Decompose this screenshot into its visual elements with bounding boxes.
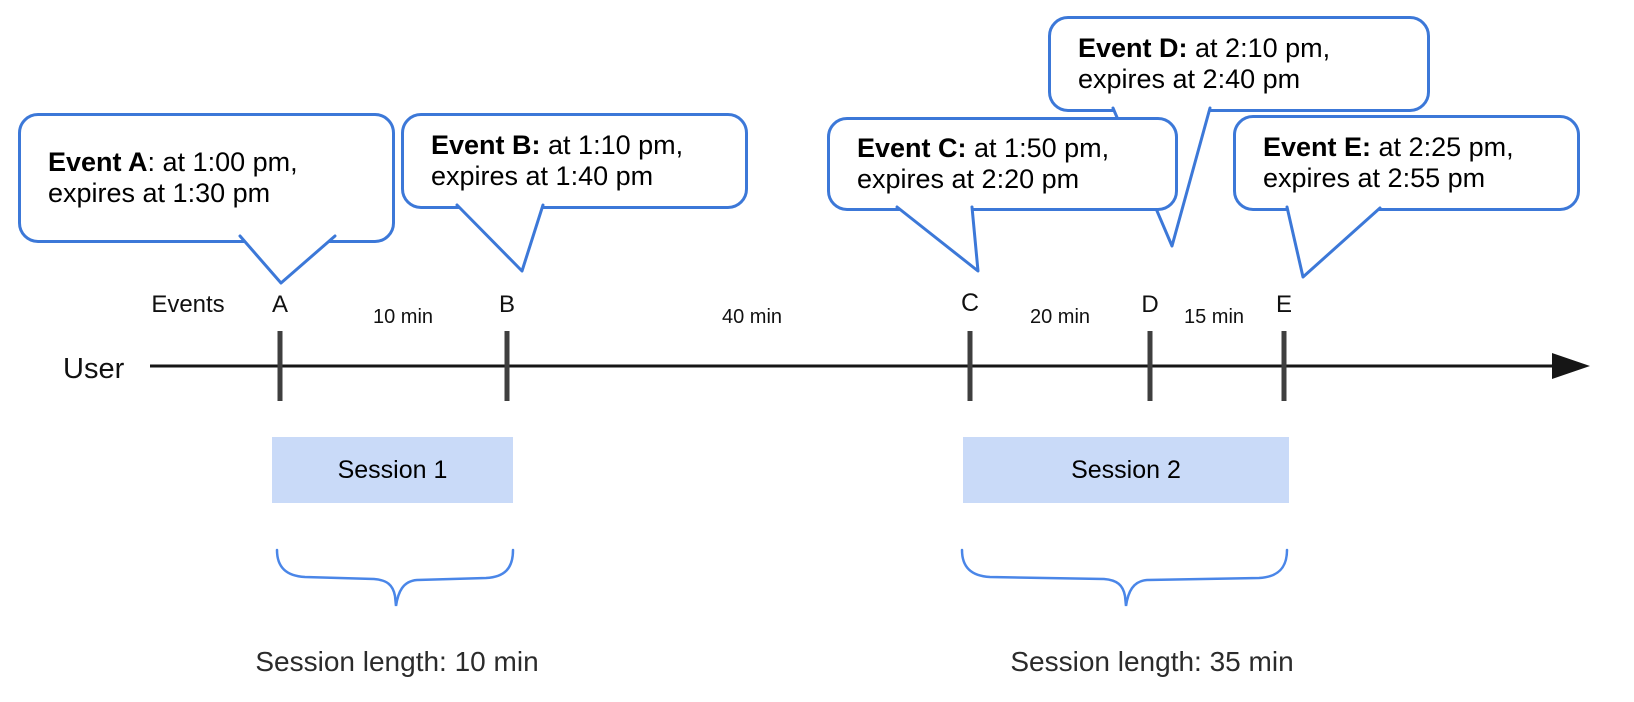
event-d-line1: Event D: at 2:10 pm,	[1078, 33, 1330, 64]
session-2-length-caption: Session length: 35 min	[1010, 646, 1294, 677]
marker-a-label: A	[271, 291, 288, 318]
marker-b-label: B	[498, 291, 515, 318]
marker-e-label: E	[1275, 291, 1292, 318]
session-1-brace-icon	[275, 548, 515, 607]
event-a-bubble-tail-icon	[238, 234, 337, 285]
marker-d-label: D	[1141, 291, 1159, 318]
timeline-arrowhead-icon	[1552, 353, 1590, 379]
session-2-box: Session 2	[963, 437, 1289, 503]
event-e-expiry: expires at 2:55 pm	[1263, 163, 1486, 193]
event-b-time: at 1:10 pm,	[540, 130, 684, 160]
event-c-bubble: Event C: at 1:50 pm, expires at 2:20 pm	[827, 117, 1178, 211]
event-e-line1: Event E: at 2:25 pm,	[1263, 132, 1514, 163]
interval-c-d-label: 20 min	[1029, 306, 1091, 328]
session-1-length-caption: Session length: 10 min	[255, 646, 539, 677]
event-a-bubble: Event A: at 1:00 pm, expires at 1:30 pm	[18, 113, 395, 243]
events-axis-label: Events	[151, 291, 225, 318]
event-e-name: Event E:	[1263, 132, 1372, 162]
session-2-label: Session 2	[1071, 455, 1181, 484]
event-d-bubble: Event D: at 2:10 pm, expires at 2:40 pm	[1048, 16, 1430, 112]
event-c-expiry: expires at 2:20 pm	[857, 164, 1080, 194]
interval-d-e-label: 15 min	[1183, 306, 1245, 328]
interval-a-b-label: 10 min	[372, 306, 434, 328]
event-b-bubble-tail-icon	[455, 203, 545, 273]
session-2-brace-icon	[960, 548, 1289, 607]
session-1-box: Session 1	[272, 437, 513, 503]
event-b-name: Event B:	[431, 130, 541, 160]
event-b-expiry: expires at 1:40 pm	[431, 161, 654, 191]
interval-b-c-label: 40 min	[721, 306, 783, 328]
event-d-name: Event D:	[1078, 33, 1188, 63]
event-e-bubble-tail-icon	[1285, 205, 1382, 279]
event-b-line1: Event B: at 1:10 pm,	[431, 130, 683, 161]
event-d-expiry: expires at 2:40 pm	[1078, 64, 1301, 94]
event-a-time: : at 1:00 pm,	[147, 147, 298, 177]
event-e-time: at 2:25 pm,	[1371, 132, 1514, 162]
event-c-time: at 1:50 pm,	[966, 133, 1110, 163]
event-b-bubble: Event B: at 1:10 pm, expires at 1:40 pm	[401, 113, 748, 209]
marker-c-label: C	[960, 289, 980, 317]
event-c-bubble-tail-icon	[895, 205, 980, 273]
user-axis-label: User	[63, 353, 125, 385]
event-c-name: Event C:	[857, 133, 967, 163]
event-a-expiry: expires at 1:30 pm	[48, 178, 271, 208]
event-a-line1: Event A: at 1:00 pm,	[48, 147, 298, 178]
event-e-bubble: Event E: at 2:25 pm, expires at 2:55 pm	[1233, 115, 1580, 211]
session-1-label: Session 1	[337, 455, 448, 484]
event-a-name: Event A	[48, 147, 148, 177]
event-c-line1: Event C: at 1:50 pm,	[857, 133, 1109, 164]
event-d-time: at 2:10 pm,	[1187, 33, 1331, 63]
